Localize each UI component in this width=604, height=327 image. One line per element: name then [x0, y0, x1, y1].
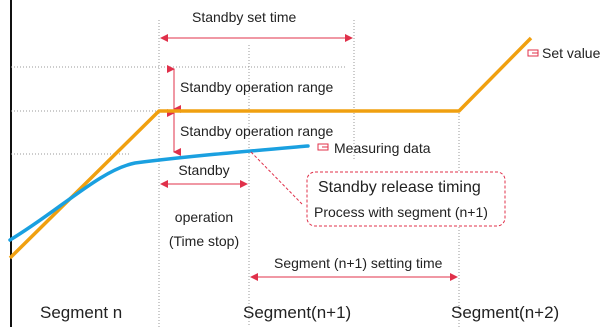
- release-timing-title: Standby release timing: [318, 179, 481, 196]
- segment-n1-label: Segment(n+1): [243, 303, 351, 322]
- segment-setting-time-label: Segment (n+1) setting time: [274, 255, 443, 271]
- measuring-data-line: [8, 144, 310, 242]
- release-leader-line: [250, 151, 303, 205]
- standby-operation-label-2: operation: [175, 209, 233, 225]
- lower-range-label: Standby operation range: [180, 123, 334, 139]
- measuring-data-legend-icon: [317, 143, 329, 151]
- segment-n-label: Segment n: [40, 303, 122, 322]
- standby-set-time-label: Standby set time: [192, 9, 296, 25]
- release-timing-callout: [306, 171, 506, 227]
- release-timing-subtitle: Process with segment (n+1): [314, 204, 488, 220]
- set-value-line: [8, 36, 533, 260]
- standby-operation-label-3: (Time stop): [169, 233, 239, 249]
- set-value-legend-icon: [527, 49, 539, 57]
- upper-range-label: Standby operation range: [180, 79, 334, 95]
- measuring-data-label: Measuring data: [334, 140, 431, 156]
- set-value-label: Set value: [542, 45, 601, 61]
- standby-operation-label-1: Standby: [178, 162, 229, 178]
- segment-n2-label: Segment(n+2): [451, 303, 559, 322]
